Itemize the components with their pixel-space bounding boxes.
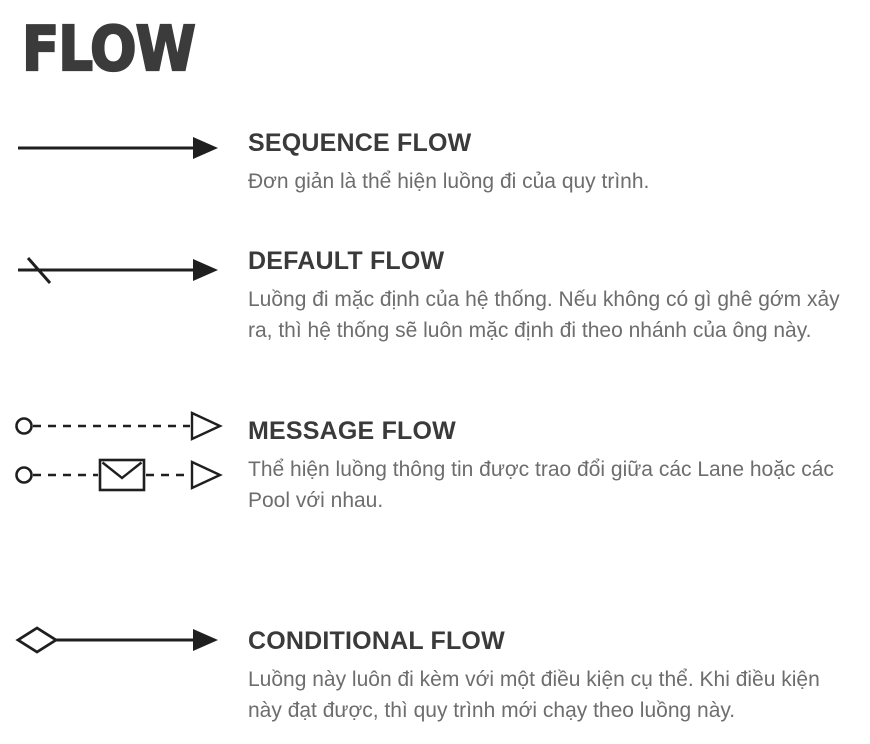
item-title-message-flow: MESSAGE FLOW [248,417,456,445]
sequence-flow-text-column: SEQUENCE FLOW Đơn giản là thể hiện luồng… [248,112,870,197]
item-description-default-flow: Luồng đi mặc định của hệ thống. Nếu khôn… [248,288,840,342]
message-flow-envelope-icon [15,458,223,492]
item-description-conditional-flow: Luồng này luôn đi kèm với một điều kiện … [248,668,820,722]
item-title-sequence-flow: SEQUENCE FLOW [248,129,472,157]
list-item-sequence-flow: SEQUENCE FLOW Đơn giản là thể hiện luồng… [0,112,870,230]
item-title-default-flow: DEFAULT FLOW [248,247,445,275]
conditional-flow-icon [15,626,218,654]
item-description-sequence-flow: Đơn giản là thể hiện luồng đi của quy tr… [248,170,650,193]
item-title-conditional-flow: CONDITIONAL FLOW [248,627,505,655]
list-item-message-flow: MESSAGE FLOW Thể hiện luồng thông tin đư… [0,402,870,560]
page-title: FLOW [21,12,197,85]
item-description-message-flow: Thể hiện luồng thông tin được trao đổi g… [248,458,834,512]
list-item-conditional-flow: CONDITIONAL FLOW Luồng này luôn đi kèm v… [0,560,870,722]
default-flow-text-column: DEFAULT FLOW Luồng đi mặc định của hệ th… [248,230,870,346]
list-item-default-flow: DEFAULT FLOW Luồng đi mặc định của hệ th… [0,230,870,402]
message-flow-icon [15,411,223,441]
flow-legend-list: SEQUENCE FLOW Đơn giản là thể hiện luồng… [0,112,870,722]
sequence-flow-icon [18,137,218,159]
message-flow-text-column: MESSAGE FLOW Thể hiện luồng thông tin đư… [248,402,870,516]
conditional-flow-text-column: CONDITIONAL FLOW Luồng này luôn đi kèm v… [248,560,870,726]
default-flow-icon [18,257,218,284]
